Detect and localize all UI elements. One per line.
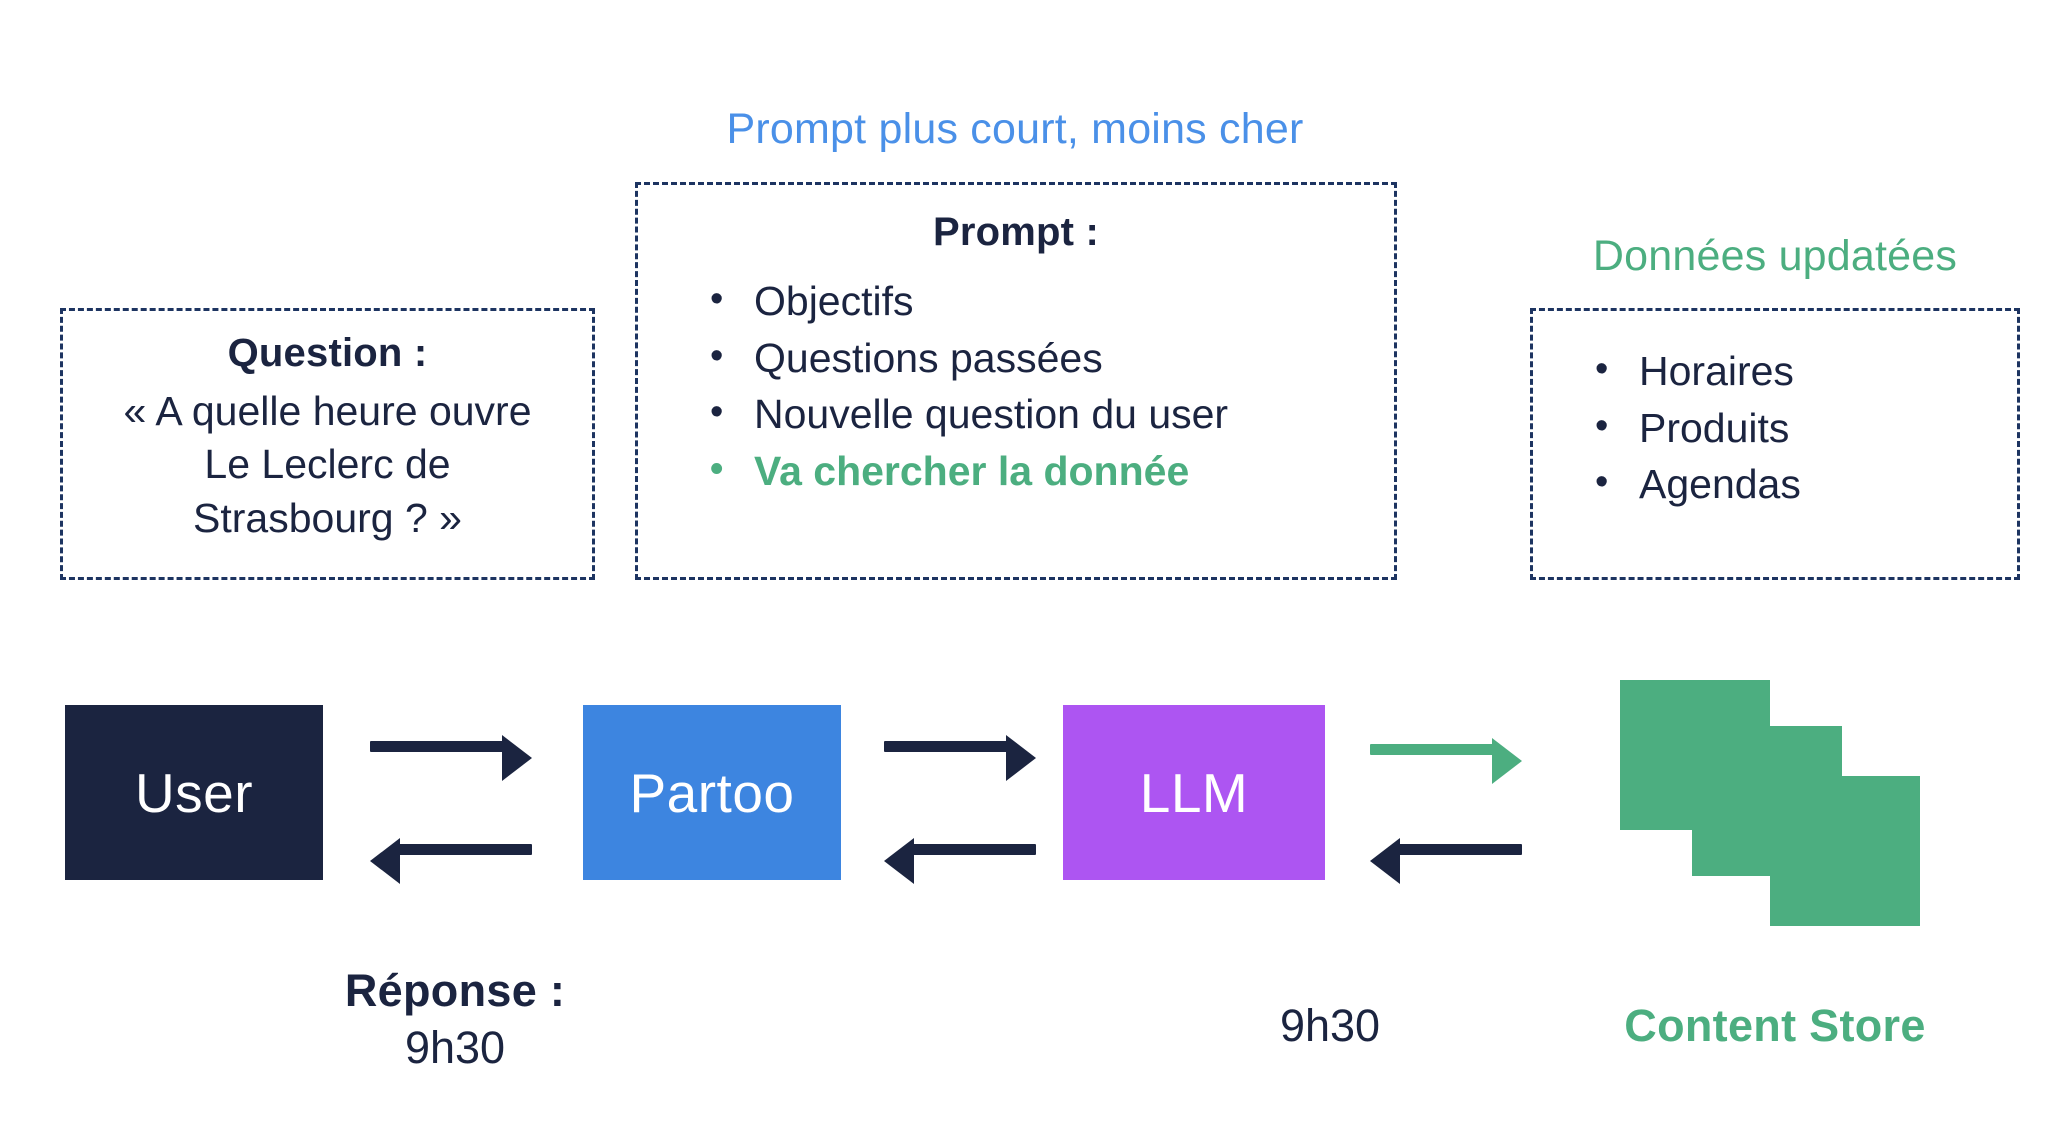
reponse-label-value: 9h30	[404, 1022, 506, 1073]
arrow-head	[1006, 735, 1036, 781]
flow-node-llm: LLM	[1063, 705, 1325, 880]
arrow-head	[1370, 838, 1400, 884]
question-line-2: Le Leclerc de	[204, 441, 451, 488]
bullet-dot-icon: •	[710, 447, 724, 490]
prompt-box: Prompt : • Objectifs • Questions passées…	[635, 182, 1397, 580]
flow-node-partoo: Partoo	[583, 705, 841, 880]
arrow-user-to-partoo-icon	[370, 735, 532, 781]
prompt-bullet-item: • Objectifs	[710, 273, 1394, 330]
question-box: Question : « A quelle heure ouvre Le Lec…	[60, 308, 595, 580]
bullet-dot-icon: •	[1595, 348, 1609, 390]
donnees-bullet-label: Horaires	[1639, 348, 1794, 394]
donnees-bullet-list: • Horaires • Produits • Agendas	[1533, 343, 2017, 513]
bullet-dot-icon: •	[1595, 404, 1609, 447]
donnees-bullet-label: Agendas	[1639, 461, 1801, 508]
arrow-partoo-to-user-icon	[370, 838, 532, 884]
arrow-content-store-to-llm-icon	[1370, 838, 1522, 884]
arrow-shaft	[884, 741, 1008, 752]
llm-response-time-label: 9h30	[1279, 1000, 1381, 1051]
reponse-label-group: Réponse : 9h30	[290, 965, 620, 1074]
content-store-stack-icon	[1620, 680, 1920, 926]
arrow-shaft	[1398, 844, 1522, 855]
donnees-updatees-caption: Données updatées	[1592, 232, 1958, 280]
reponse-label-title: Réponse :	[344, 965, 566, 1016]
prompt-box-title: Prompt :	[932, 210, 1100, 254]
question-line-3: Strasbourg ? »	[193, 494, 462, 541]
arrow-head	[884, 838, 914, 884]
donnees-bullet-label: Produits	[1639, 404, 1790, 451]
donnees-bullet-item: • Horaires	[1595, 343, 2017, 400]
prompt-bullet-item: • Nouvelle question du user	[710, 386, 1394, 443]
arrow-llm-to-partoo-icon	[884, 838, 1036, 884]
prompt-bullet-label: Objectifs	[754, 278, 914, 324]
arrow-shaft	[1370, 744, 1494, 755]
question-line-1: « A quelle heure ouvre	[123, 388, 532, 434]
arrow-shaft	[912, 844, 1036, 855]
bullet-dot-icon: •	[710, 391, 724, 434]
arrow-shaft	[370, 741, 504, 752]
donnees-box: • Horaires • Produits • Agendas	[1530, 308, 2020, 580]
content-store-label: Content Store	[1624, 1000, 1926, 1051]
prompt-caption: Prompt plus court, moins cher	[726, 105, 1304, 153]
prompt-bullet-list: • Objectifs • Questions passées • Nouvel…	[638, 273, 1394, 499]
arrow-partoo-to-llm-icon	[884, 735, 1036, 781]
arrow-head	[370, 838, 400, 884]
prompt-bullet-label: Nouvelle question du user	[754, 391, 1229, 438]
prompt-bullet-item: • Questions passées	[710, 330, 1394, 387]
bullet-dot-icon: •	[710, 278, 724, 320]
arrow-shaft	[398, 844, 532, 855]
content-store-square-front	[1770, 776, 1920, 926]
prompt-bullet-item-highlighted: • Va chercher la donnée	[710, 443, 1394, 500]
arrow-llm-to-content-store-icon	[1370, 738, 1522, 784]
flow-node-user: User	[65, 705, 323, 880]
bullet-dot-icon: •	[1595, 461, 1609, 504]
question-box-title: Question :	[227, 331, 428, 375]
donnees-bullet-item: • Agendas	[1595, 456, 2017, 513]
arrow-head	[502, 735, 532, 781]
prompt-bullet-label: Va chercher la donnée	[754, 447, 1190, 494]
arrow-head	[1492, 738, 1522, 784]
bullet-dot-icon: •	[710, 334, 724, 377]
prompt-bullet-label: Questions passées	[754, 334, 1103, 381]
donnees-bullet-item: • Produits	[1595, 400, 2017, 457]
